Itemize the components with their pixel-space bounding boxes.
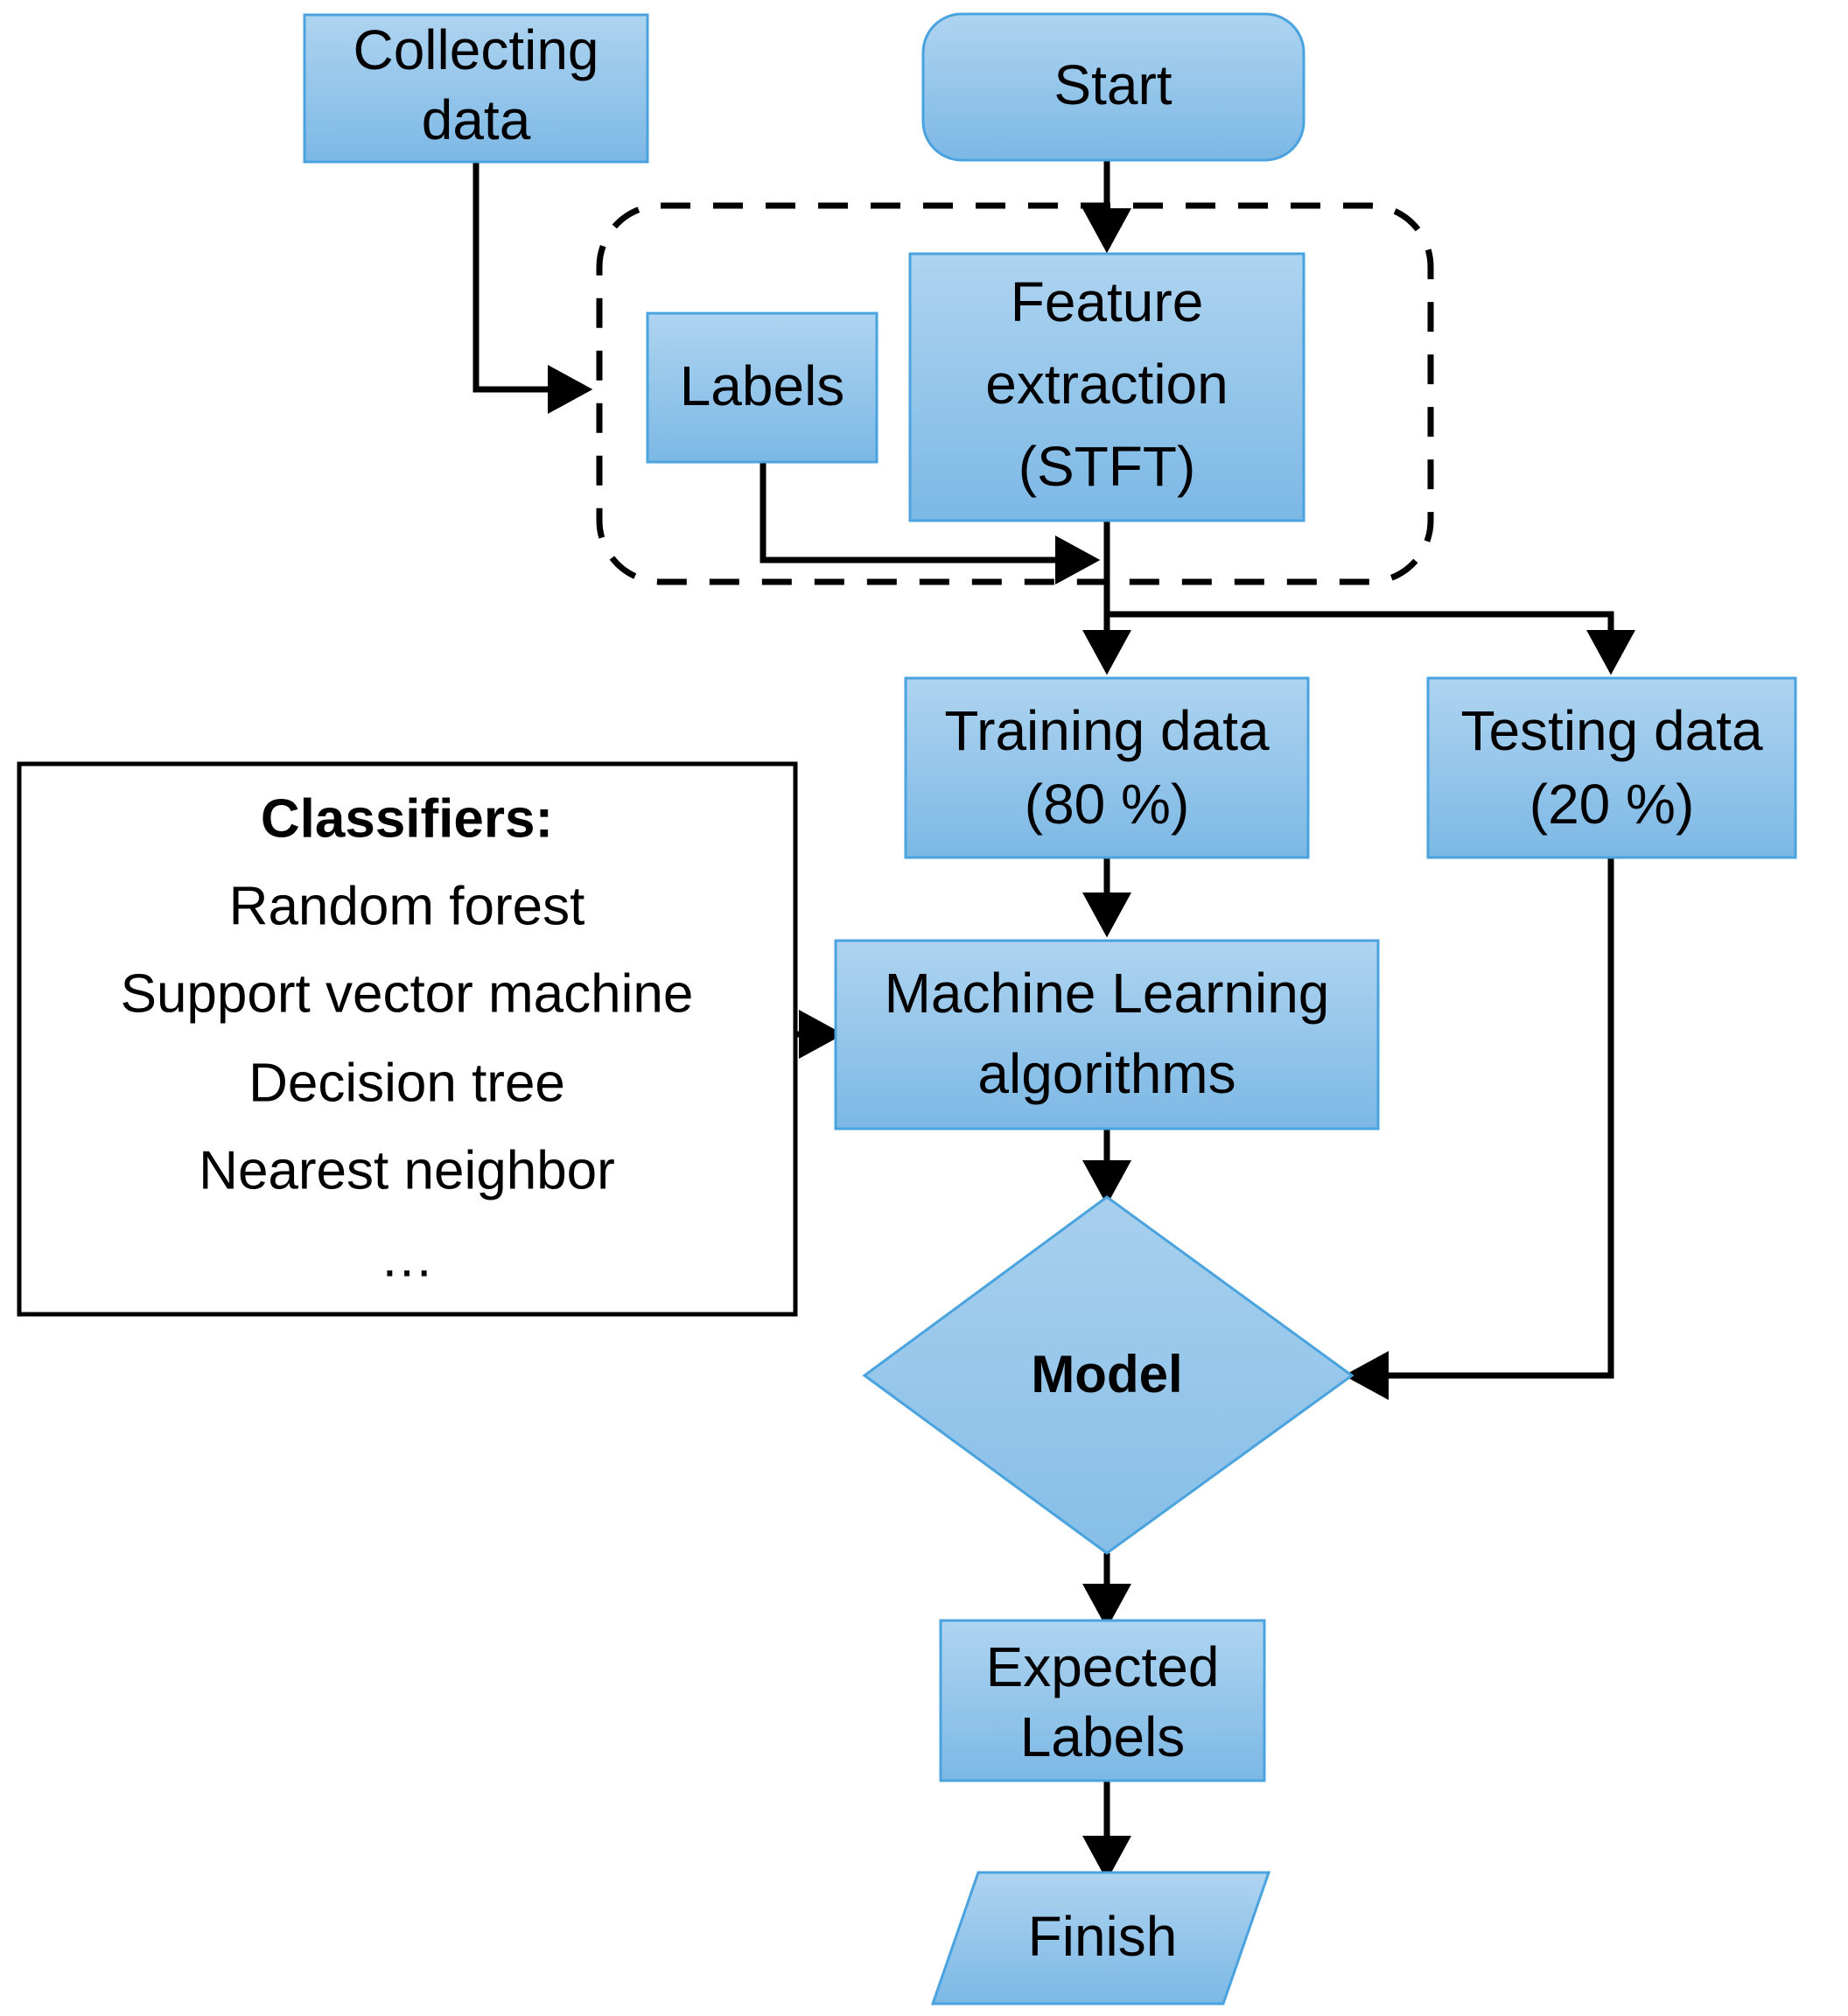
classifier-item-0: Random forest — [229, 876, 585, 936]
node-collecting-data[interactable]: Collecting data — [303, 13, 649, 164]
classifier-item-2: Decision tree — [248, 1053, 565, 1113]
collecting-data-label-line1: Collecting — [353, 18, 598, 81]
expected-labels-label-line1: Expected — [986, 1635, 1220, 1698]
classifiers-heading: Classifiers: — [261, 788, 553, 849]
classifiers-panel-border — [17, 761, 798, 1317]
classifier-item-3: Nearest neighbor — [199, 1140, 615, 1200]
node-labels[interactable]: Labels — [646, 312, 878, 464]
training-data-shape — [904, 676, 1310, 859]
model-label: Model — [1031, 1345, 1182, 1404]
edge-testing-data-to-model — [1343, 858, 1614, 1400]
edge-collecting-data-to-group — [472, 162, 593, 414]
collecting-data-label-line2: data — [422, 88, 531, 151]
feature-extraction-label-line3: (STFT) — [1018, 435, 1196, 498]
ml-algorithms-label-line1: Machine Learning — [885, 962, 1330, 1025]
edge-labels-to-feature-extraction — [760, 462, 1101, 584]
node-start[interactable]: Start — [921, 12, 1306, 162]
classifier-item-4: … — [380, 1228, 434, 1288]
node-training-data[interactable]: Training data (80 %) — [904, 676, 1310, 859]
collecting-data-shape — [303, 13, 649, 164]
feature-extraction-shape — [908, 252, 1306, 522]
feature-extraction-label-line2: extraction — [985, 353, 1228, 416]
node-finish[interactable]: Finish — [930, 1871, 1271, 2006]
node-ml-algorithms[interactable]: Machine Learning algorithms — [834, 939, 1380, 1130]
testing-data-label-line1: Testing data — [1460, 699, 1763, 762]
classifiers-panel[interactable]: Classifiers: Random forest Support vecto… — [17, 761, 798, 1317]
node-feature-extraction[interactable]: Feature extraction (STFT) — [908, 252, 1306, 522]
node-expected-labels[interactable]: Expected Labels — [939, 1619, 1266, 1782]
node-model[interactable]: Model — [862, 1195, 1354, 1555]
finish-shape — [930, 1871, 1271, 2006]
training-data-label-line2: (80 %) — [1025, 773, 1190, 836]
feature-extraction-label-line1: Feature — [1011, 270, 1204, 333]
node-testing-data[interactable]: Testing data (20 %) — [1426, 676, 1797, 859]
labels-label: Labels — [680, 354, 845, 417]
labels-shape — [646, 312, 878, 464]
finish-label: Finish — [1028, 1905, 1178, 1968]
start-shape — [921, 12, 1306, 162]
expected-labels-label-line2: Labels — [1020, 1705, 1186, 1768]
classifier-item-1: Support vector machine — [121, 963, 694, 1024]
edge-split-to-testing-data — [1107, 611, 1635, 676]
model-shape — [862, 1195, 1354, 1555]
start-label: Start — [1054, 53, 1172, 116]
ml-algorithms-shape — [834, 939, 1380, 1130]
testing-data-label-line2: (20 %) — [1530, 773, 1695, 836]
expected-labels-shape — [939, 1619, 1266, 1782]
training-data-label-line1: Training data — [944, 699, 1270, 762]
ml-algorithms-label-line2: algorithms — [977, 1042, 1236, 1105]
testing-data-shape — [1426, 676, 1797, 859]
